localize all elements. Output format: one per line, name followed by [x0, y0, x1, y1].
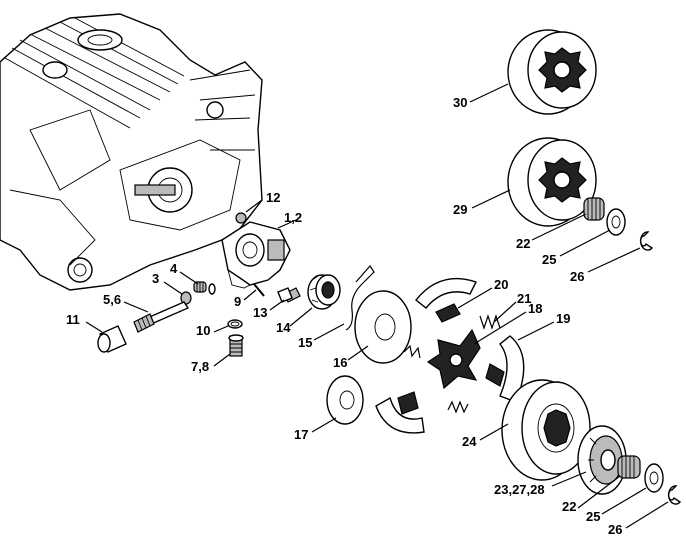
- label-4: 4: [170, 261, 178, 276]
- label-24: 24: [462, 434, 477, 449]
- label-12: 12: [266, 190, 280, 205]
- washer-25-bottom: [644, 463, 664, 493]
- needle-cage-22-bottom: [617, 455, 641, 479]
- clutch-drum-29: [507, 137, 597, 227]
- label-1-2: 1,2: [284, 210, 302, 225]
- oil-pump-1-2: [221, 221, 291, 289]
- spur-gear-14: [307, 274, 341, 310]
- washer-4-small: [208, 283, 216, 295]
- clutch-drum-30: [507, 29, 597, 115]
- label-13: 13: [253, 305, 267, 320]
- label-18: 18: [528, 301, 542, 316]
- label-26-top: 26: [570, 269, 584, 284]
- clutch-shoe-19: [485, 335, 525, 403]
- label-22-top: 22: [516, 236, 530, 251]
- label-30: 30: [453, 95, 467, 110]
- label-15: 15: [298, 335, 312, 350]
- label-21: 21: [517, 291, 531, 306]
- label-25-bottom: 25: [586, 509, 600, 524]
- washer-17: [326, 375, 364, 425]
- label-3: 3: [152, 271, 159, 286]
- label-11: 11: [66, 312, 80, 327]
- label-22-bottom: 22: [562, 499, 576, 514]
- label-14: 14: [276, 320, 291, 335]
- engine-housing: [0, 13, 263, 291]
- wire-spring-15: [345, 265, 375, 331]
- label-10: 10: [196, 323, 210, 338]
- spring-lower: [447, 400, 469, 414]
- pin-9: [253, 283, 265, 297]
- sleeve-11: [97, 325, 127, 353]
- label-25-top: 25: [542, 252, 556, 267]
- label-19: 19: [556, 311, 570, 326]
- e-clip-26-bottom: [667, 485, 682, 505]
- label-16: 16: [333, 355, 347, 370]
- needle-cage-22-top: [583, 197, 605, 221]
- worm-shaft-5-6: [133, 301, 190, 333]
- spring-center: [403, 344, 421, 359]
- label-20: 20: [494, 277, 508, 292]
- clutch-drum-24: [501, 379, 591, 481]
- plug-12: [235, 212, 247, 224]
- screw-7-8: [228, 334, 244, 357]
- spring-4: [193, 281, 207, 293]
- label-23-27-28: 23,27,28: [494, 482, 545, 497]
- clutch-carrier-18: [426, 328, 481, 390]
- label-17: 17: [294, 427, 308, 442]
- o-ring-10: [227, 319, 243, 329]
- e-clip-26-top: [639, 231, 654, 251]
- label-29: 29: [453, 202, 467, 217]
- washer-16: [354, 290, 412, 364]
- clutch-shoe-20: [415, 277, 477, 323]
- label-7-8: 7,8: [191, 359, 209, 374]
- label-5-6: 5,6: [103, 292, 121, 307]
- spring-21: [479, 314, 501, 330]
- washer-25-top: [606, 208, 626, 236]
- label-26-bottom: 26: [608, 522, 622, 537]
- bolt-13: [277, 287, 301, 303]
- clutch-shoe-lower: [375, 391, 425, 434]
- label-9: 9: [234, 294, 241, 309]
